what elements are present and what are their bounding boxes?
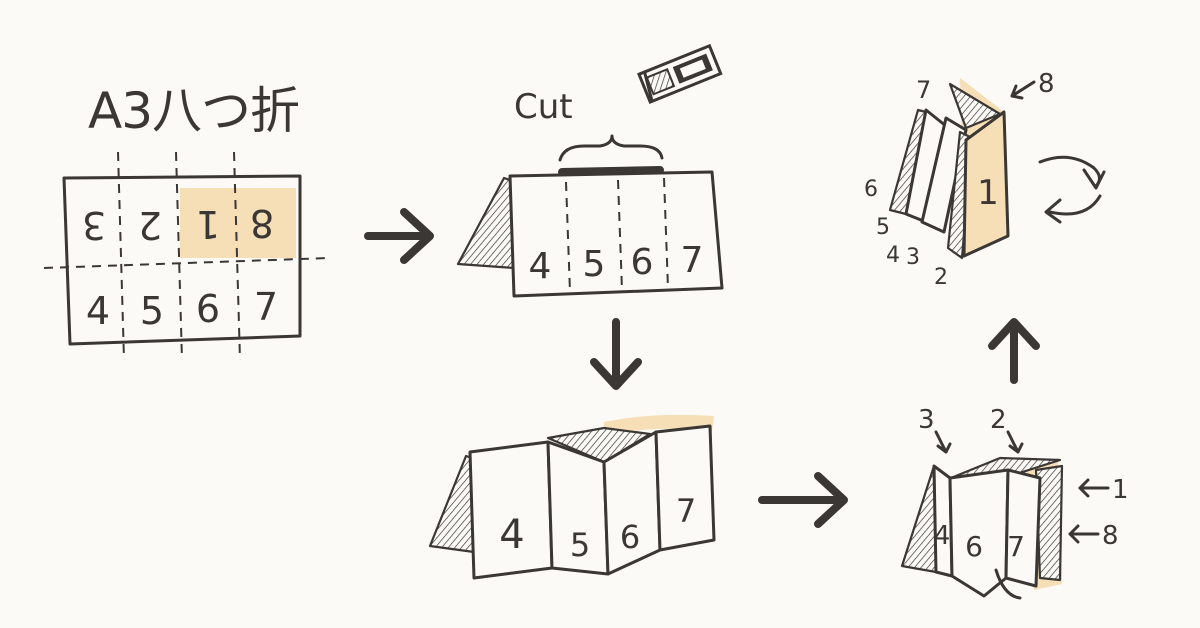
sheet-page-7: 7: [254, 285, 278, 329]
zigzag-page-7: 7: [1007, 530, 1025, 563]
zigzag-pointer-1: 1: [1112, 475, 1129, 505]
fold-line-1: [118, 152, 124, 360]
sheet-page-1: 1: [196, 202, 220, 246]
cut-label: Cut: [514, 87, 573, 127]
arrow-right-2: [762, 476, 844, 524]
pointer-3-arrow: [936, 432, 950, 452]
pointer-8-arrow: [1070, 526, 1098, 542]
scissors-icon: [639, 46, 721, 102]
flat-sheet: 3 2 1 8 4 5 6 7: [44, 152, 330, 360]
pushed-page-5: 5: [570, 526, 590, 564]
folded-page-5: 5: [583, 244, 606, 285]
sheet-page-3: 3: [82, 203, 106, 247]
fold-line-horizontal: [44, 258, 330, 268]
cut-brace: [560, 136, 662, 160]
arrow-up: [992, 322, 1036, 380]
fold-shadow: [458, 178, 514, 268]
sheet-page-8: 8: [250, 201, 274, 245]
pushed-sheet: 4 5 6 7: [430, 415, 714, 578]
sheet-page-4: 4: [86, 289, 110, 333]
rotate-arrows-icon: [1040, 157, 1104, 222]
zigzag-pointer-8: 8: [1102, 521, 1119, 551]
folded-page-7: 7: [681, 240, 704, 281]
zigzag-stack: 4 6 7 3 2 1 8: [902, 405, 1129, 598]
zigzag-page-4: 4: [934, 521, 951, 551]
booklet-page-8: 8: [1038, 69, 1055, 99]
zigzag-shadow-left: [902, 466, 936, 572]
pushed-page-7: 7: [676, 492, 696, 530]
arrow-down: [594, 322, 638, 386]
booklet-page-7: 7: [916, 76, 931, 104]
sheet-page-5: 5: [140, 289, 164, 333]
arrow-right-1: [368, 212, 430, 260]
booklet-pointer-8-arrow: [1012, 82, 1034, 98]
pointer-2-arrow: [1008, 432, 1022, 452]
zigzag-page-6: 6: [965, 530, 983, 563]
pushed-panel-4: [656, 426, 714, 550]
booklet-page-3: 3: [906, 245, 920, 270]
diagram-title: A3八つ折: [88, 82, 299, 140]
cut-mark: [562, 170, 660, 172]
booklet-page-2: 2: [934, 265, 948, 290]
pushed-page-6: 6: [620, 518, 640, 556]
booklet-page-4: 4: [886, 243, 900, 268]
booklet-cover-number: 1: [977, 173, 999, 213]
zigzag-pointer-2: 2: [990, 405, 1007, 435]
zigzag-pointer-3: 3: [918, 405, 935, 435]
booklet-page-6: 6: [864, 177, 878, 202]
sheet-page-6: 6: [196, 287, 220, 331]
pushed-page-4: 4: [499, 512, 524, 558]
folded-page-6: 6: [631, 242, 654, 283]
folded-sheet: Cut 4 5 6 7: [458, 87, 722, 296]
zigzag-panel-3: [1006, 470, 1040, 586]
pointer-1-arrow: [1080, 480, 1108, 496]
booklet-page-5: 5: [876, 215, 890, 240]
sheet-page-2: 2: [138, 203, 162, 247]
pushed-shadow-left: [430, 456, 474, 552]
booklet: 1 7 8 6 5 4 3 2: [864, 69, 1055, 290]
folded-page-4: 4: [529, 246, 552, 287]
